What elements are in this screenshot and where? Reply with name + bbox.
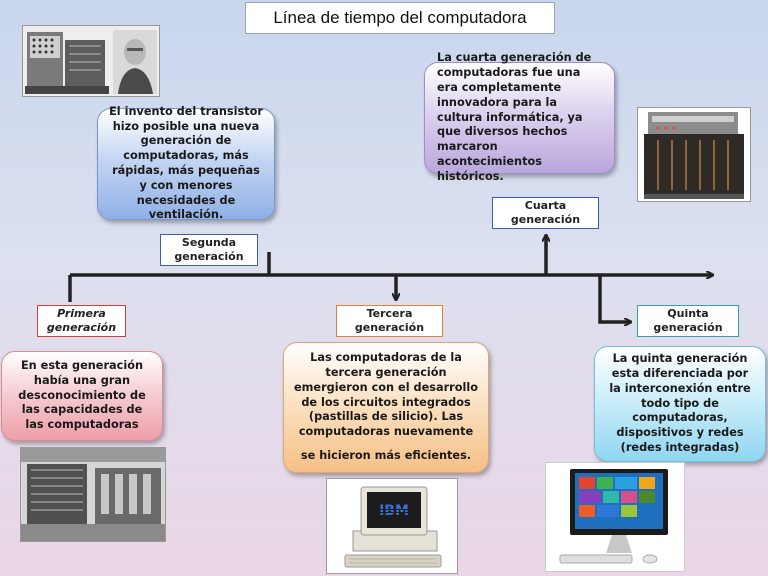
label-line: Primera xyxy=(57,307,106,320)
mainframe-computer-photo xyxy=(637,107,751,202)
label-line: Cuarta xyxy=(524,199,567,212)
fourth-generation-description: La cuarta generación de computadoras fue… xyxy=(424,51,615,183)
early-computer-photo xyxy=(22,25,160,97)
label-line: generación xyxy=(46,321,117,334)
description-text: El invento del transistor hizo posible u… xyxy=(109,104,263,222)
label-fourth-generation: Cuarta generación xyxy=(492,197,599,229)
description-text: La quinta generación esta diferenciada p… xyxy=(609,352,751,454)
label-second-generation: Segunda generación xyxy=(160,234,258,266)
second-generation-description: El invento del transistor hizo posible u… xyxy=(97,104,275,222)
label-line: Quinta xyxy=(667,307,709,320)
label-line: Segunda xyxy=(181,236,237,249)
page-title: Línea de tiempo del computadora xyxy=(245,2,555,34)
label-first-generation: Primera generación xyxy=(37,305,126,337)
arrow-right-icon xyxy=(598,275,630,322)
third-generation-description: Las computadoras de la tercera generació… xyxy=(283,342,489,473)
description-text: Las computadoras de la tercera generació… xyxy=(294,351,478,439)
fifth-generation-description: La quinta generación esta diferenciada p… xyxy=(594,346,766,462)
label-line: generación xyxy=(510,213,581,226)
ibm-logo-text: IBM xyxy=(379,503,409,519)
label-line: generación xyxy=(653,321,723,334)
ibm-pc-photo: IBM xyxy=(326,478,458,574)
label-line: generación xyxy=(174,250,244,263)
label-line: Tercera xyxy=(366,307,413,320)
label-line: generación xyxy=(354,321,425,334)
description-text: La cuarta generación de computadoras fue… xyxy=(437,51,592,183)
first-generation-description: En esta generación había una gran descon… xyxy=(1,351,163,441)
label-fifth-generation: Quinta generación xyxy=(637,305,739,337)
description-text: se hicieron más eficientes. xyxy=(300,448,472,462)
first-generation-computer-photo xyxy=(20,447,166,542)
modern-all-in-one-photo xyxy=(545,462,685,572)
label-third-generation: Tercera generación xyxy=(336,305,443,337)
description-text: En esta generación había una gran descon… xyxy=(18,359,146,432)
